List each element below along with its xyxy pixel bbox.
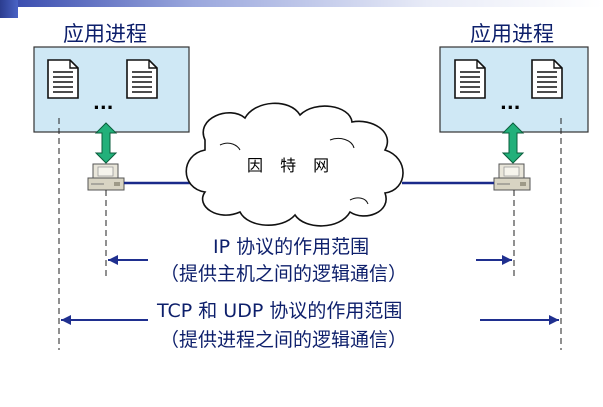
right-process-ellipsis: ... <box>500 93 521 114</box>
left-document-icon-1 <box>47 59 79 99</box>
internet-label: 因 特 网 <box>247 156 336 175</box>
right-document-icon-1 <box>454 59 486 99</box>
left-app-process-title: 应用进程 <box>63 22 147 46</box>
top-gradient-bar <box>18 0 603 7</box>
right-app-process-title: 应用进程 <box>470 22 554 46</box>
left-document-icon-2 <box>126 59 158 99</box>
right-document-icon-2 <box>531 59 563 99</box>
ip-scope-left-arrow <box>108 255 148 265</box>
transport-scope-left-arrow <box>61 315 148 325</box>
ip-scope-right-arrow <box>476 255 512 265</box>
internet-cloud-icon <box>185 102 404 227</box>
left-computer-icon <box>87 163 125 191</box>
ip-scope-description: （提供主机之间的逻辑通信） <box>160 263 408 285</box>
right-computer-icon <box>493 163 531 191</box>
left-process-ellipsis: ... <box>93 93 114 114</box>
transport-scope-description: （提供进程之间的逻辑通信） <box>160 329 408 351</box>
transport-scope-title: TCP 和 UDP 协议的作用范围 <box>157 300 403 322</box>
corner-decoration <box>0 0 18 18</box>
transport-scope-right-arrow <box>480 315 559 325</box>
ip-scope-title: IP 协议的作用范围 <box>213 236 370 258</box>
